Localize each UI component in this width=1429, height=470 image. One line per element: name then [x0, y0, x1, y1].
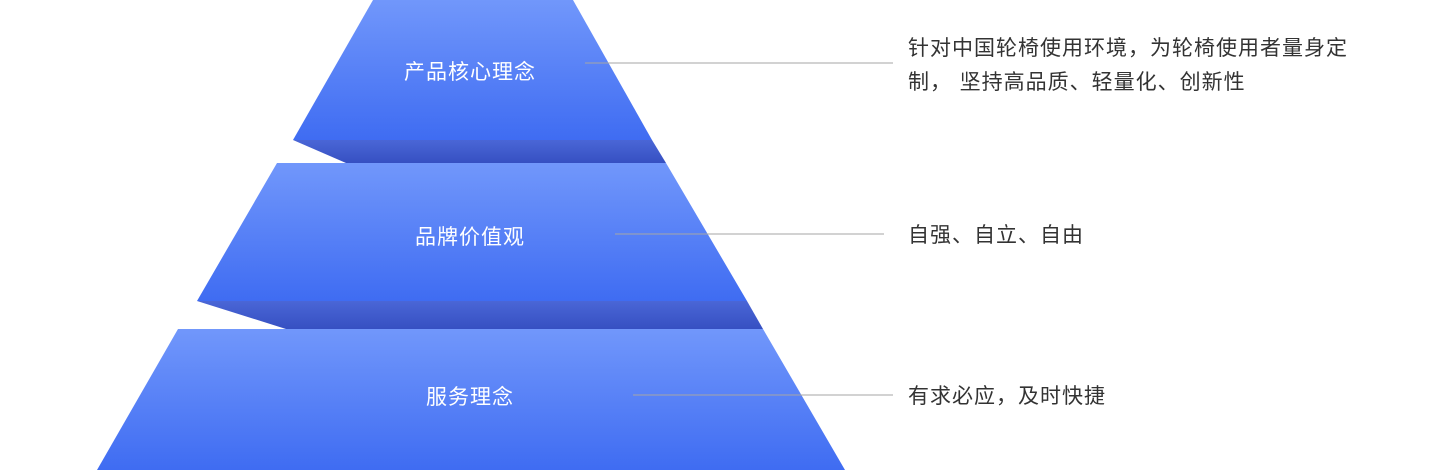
- tier-2-shape: [197, 163, 747, 301]
- tier-1-shape: [293, 0, 652, 140]
- tier-2-label: 品牌价值观: [415, 225, 525, 249]
- tier-3-shape: [97, 329, 845, 470]
- tier-2-description: 自强、自立、自由: [908, 218, 1084, 252]
- tier-1-description-line-2: 制， 坚持高品质、轻量化、创新性: [908, 70, 1246, 94]
- tier-2-description-line-1: 自强、自立、自由: [908, 223, 1084, 247]
- tier-3-description-line-1: 有求必应，及时快捷: [908, 384, 1106, 408]
- tier-1-description: 针对中国轮椅使用环境，为轮椅使用者量身定 制， 坚持高品质、轻量化、创新性: [908, 31, 1348, 99]
- tier-3-label: 服务理念: [426, 385, 514, 409]
- tier-3-description: 有求必应，及时快捷: [908, 379, 1106, 413]
- tier-1-shadow-band: [293, 140, 666, 163]
- tier-1-description-line-1: 针对中国轮椅使用环境，为轮椅使用者量身定: [908, 36, 1348, 60]
- tier-1-label: 产品核心理念: [404, 60, 536, 84]
- tier-2-shadow-band: [197, 301, 763, 329]
